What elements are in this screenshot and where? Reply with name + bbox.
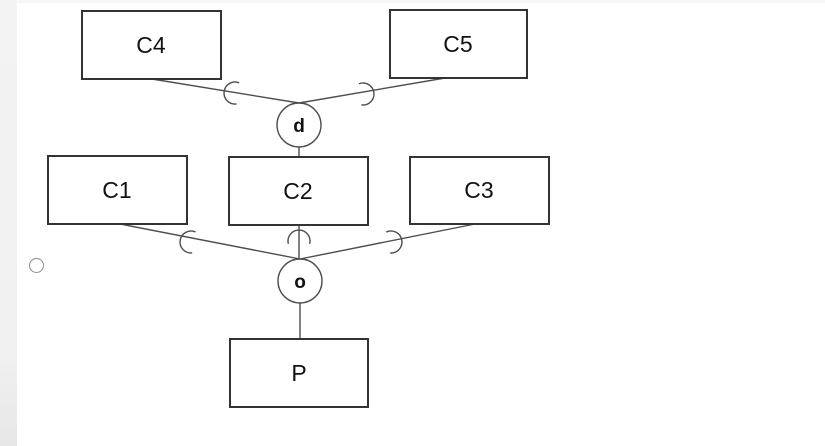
subset-symbol-c1-o bbox=[179, 230, 196, 254]
class-box-c2-label: C2 bbox=[283, 178, 312, 204]
class-box-c4-label: C4 bbox=[136, 32, 166, 58]
subset-symbol-c5-d bbox=[358, 82, 375, 106]
class-box-c5 bbox=[389, 9, 528, 79]
edge-c1-o bbox=[119, 223, 301, 260]
class-box-c1 bbox=[47, 155, 188, 225]
edge-c4-d bbox=[151, 78, 300, 104]
left-edge-strip bbox=[0, 0, 17, 446]
top-edge-strip bbox=[0, 0, 825, 3]
specialization-circle-o-label: o bbox=[294, 272, 306, 293]
class-box-c2 bbox=[228, 156, 369, 226]
specialization-circle-d bbox=[276, 102, 322, 148]
edge-c5-d bbox=[298, 77, 446, 104]
specialization-circle-o bbox=[277, 258, 323, 304]
class-box-c3-label: C3 bbox=[464, 177, 493, 203]
class-box-c3 bbox=[409, 156, 550, 225]
class-box-c5-label: C5 bbox=[443, 31, 472, 57]
class-box-p-label: P bbox=[291, 360, 306, 386]
class-box-c4 bbox=[81, 10, 222, 80]
subset-symbol-c4-d bbox=[223, 81, 240, 105]
subset-symbol-c3-o bbox=[385, 230, 403, 254]
class-box-c1-label: C1 bbox=[102, 177, 131, 203]
answer-radio[interactable] bbox=[29, 258, 44, 273]
specialization-circle-d-label: d bbox=[293, 116, 305, 137]
class-box-p bbox=[229, 338, 369, 408]
subset-symbol-c2-o bbox=[287, 229, 311, 245]
edge-c3-o bbox=[299, 223, 476, 260]
